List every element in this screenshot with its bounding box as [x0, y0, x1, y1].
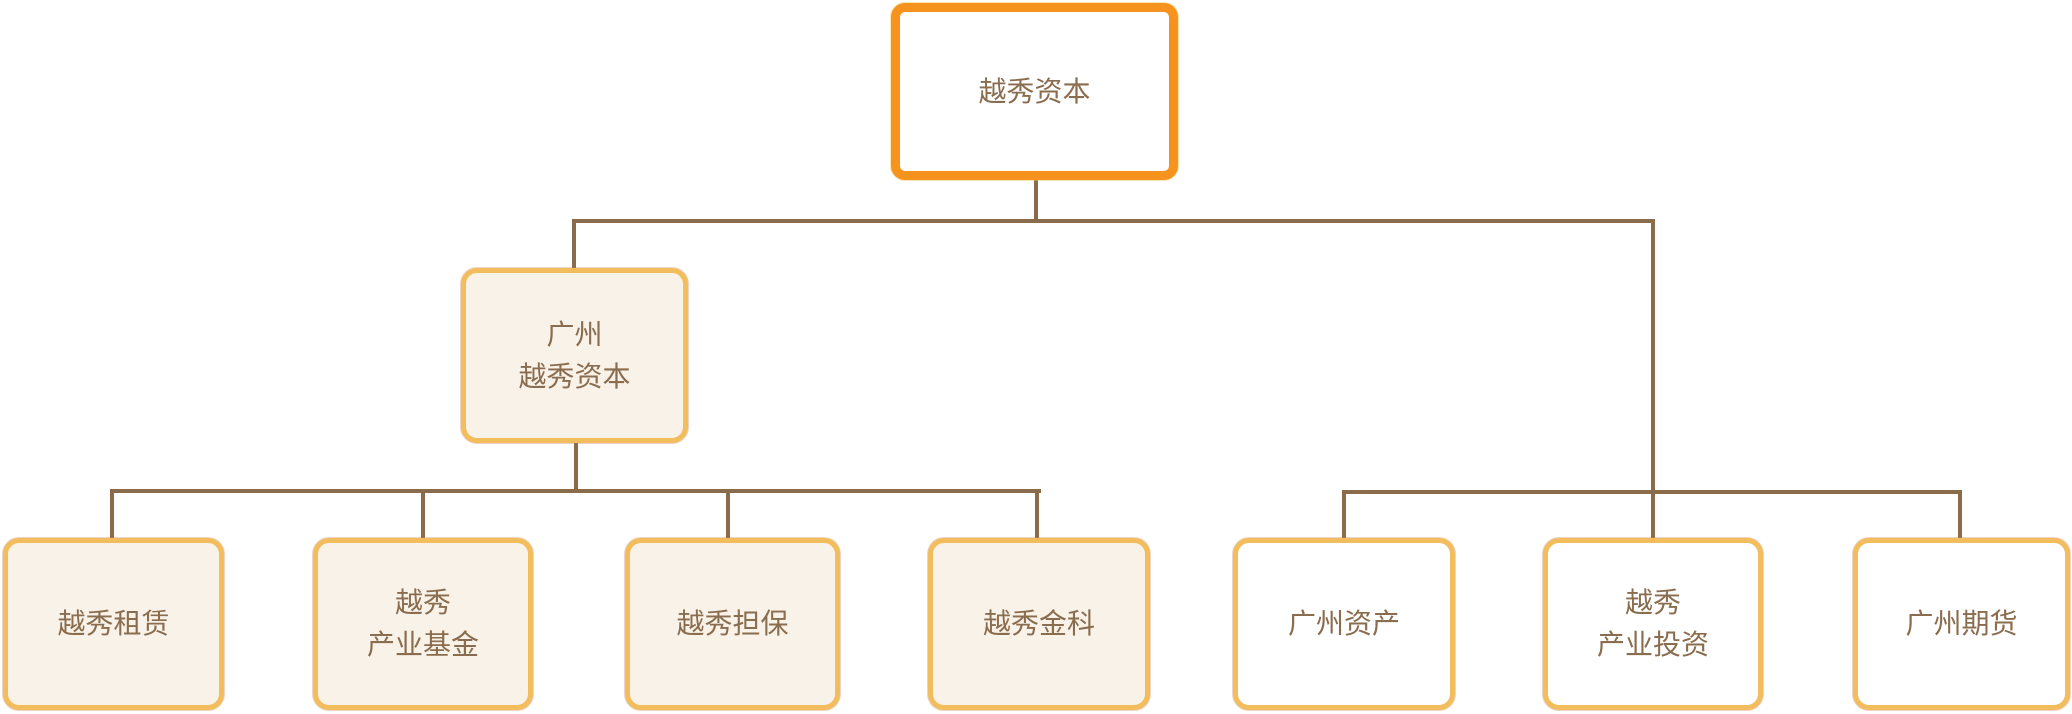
org-node-yuexiu-industrial-fund: 越秀 产业基金	[313, 538, 533, 710]
connector-top-horizontal-rail	[572, 219, 1655, 223]
org-node-yuexiu-capital: 越秀资本	[891, 3, 1178, 180]
connector-stub-yuexiu-fintech	[1035, 489, 1039, 538]
connector-right-vertical-long	[1651, 219, 1655, 538]
org-node-yuexiu-guarantee: 越秀担保	[625, 538, 840, 710]
connector-stub-yuexiu-leasing	[110, 489, 114, 538]
org-node-yuexiu-industrial-investment: 越秀 产业投资	[1543, 538, 1763, 710]
connector-stub-guangzhou-assets	[1342, 490, 1346, 538]
connector-stub-yuexiu-industrial-fund	[421, 489, 425, 538]
connector-stub-guangzhou-futures	[1958, 490, 1962, 538]
org-node-yuexiu-fintech: 越秀金科	[928, 538, 1150, 710]
org-node-guangzhou-yuexiu-capital: 广州 越秀资本	[461, 268, 688, 443]
connector-from-guangzhou-yuexiu-capital	[574, 443, 578, 493]
org-node-guangzhou-assets: 广州资产	[1233, 538, 1455, 710]
org-node-guangzhou-futures: 广州期货	[1853, 538, 2070, 710]
connector-root-vertical	[1034, 180, 1038, 223]
connector-drop-to-guangzhou-yuexiu-capital	[572, 219, 576, 268]
org-node-yuexiu-leasing: 越秀租赁	[3, 538, 224, 710]
connector-left-horizontal-rail	[110, 489, 1041, 493]
connector-right-horizontal-rail	[1342, 490, 1962, 494]
connector-stub-yuexiu-guarantee	[726, 489, 730, 538]
